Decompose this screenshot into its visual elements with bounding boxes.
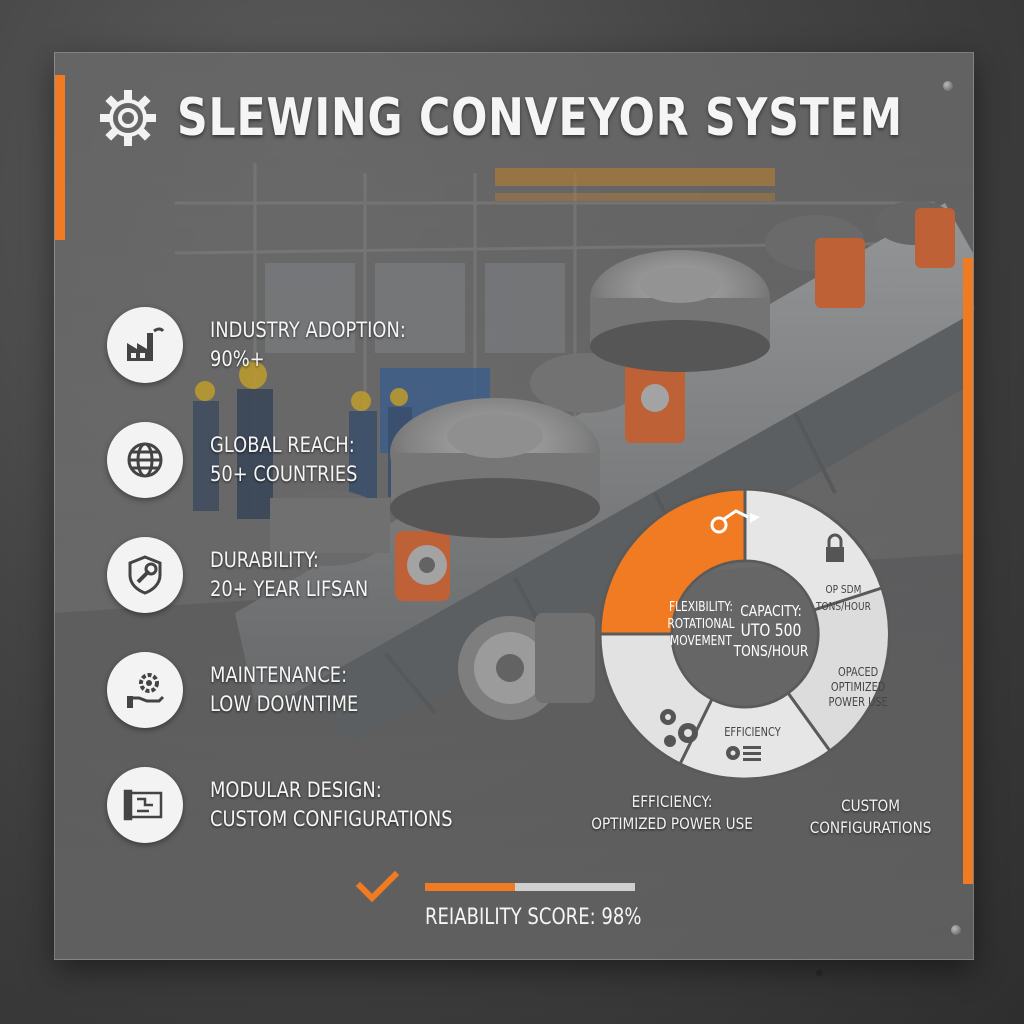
blueprint-icon	[107, 766, 183, 843]
stat-value: 90%+	[210, 346, 265, 371]
stat-modular-design: MODULAR DESIGN: CUSTOM CONFIGURATIONS	[107, 747, 495, 862]
factory-icon	[107, 306, 183, 383]
stat-value: CUSTOM CONFIGURATIONS	[210, 806, 453, 831]
robot-arm-icon	[710, 509, 760, 534]
reliability-bar	[425, 883, 635, 891]
gear-icon	[100, 90, 156, 146]
feature-wheel: FLEXIBILITY: ROTATIONAL MOVEMENT CAPACIT…	[600, 489, 890, 779]
stat-list: INDUSTRY ADOPTION: 90%+ GLOBAL REACH: 50…	[107, 287, 495, 862]
stat-value: LOW DOWNTIME	[210, 691, 359, 716]
factory-conveyor-photo	[55, 53, 973, 959]
stat-value: 20+ YEAR LIFSAN	[210, 576, 369, 601]
stat-maintenance: MAINTENANCE: LOW DOWNTIME	[107, 632, 495, 747]
wheel-segment-flexibility	[600, 489, 747, 636]
label-efficiency: EFFICIENCY: OPTIMIZED POWER USE	[591, 792, 753, 833]
reliability-label: REIABILITY SCORE: 98%	[425, 905, 642, 930]
gears-icon	[660, 709, 698, 747]
panel-screw	[943, 81, 953, 91]
wheel-label-flexibility: FLEXIBILITY: ROTATIONAL MOVEMENT	[667, 600, 735, 649]
wheel-label-right: OPACED OPTIMIZED POWER USE	[828, 665, 888, 709]
stat-durability: DURABILITY: 20+ YEAR LIFSAN	[107, 517, 495, 632]
gear-list-icon	[726, 746, 761, 761]
stat-label: DURABILITY:	[210, 547, 319, 572]
checkmark-icon	[355, 871, 399, 903]
stat-label: INDUSTRY ADOPTION:	[210, 317, 406, 342]
reliability-score: REIABILITY SCORE: 98%	[355, 871, 689, 930]
globe-icon	[107, 421, 183, 498]
accent-bar-right	[963, 258, 973, 884]
wheel-segment-right	[785, 586, 890, 754]
stat-label: GLOBAL REACH:	[210, 432, 355, 457]
stat-global-reach: GLOBAL REACH: 50+ COUNTRIES	[107, 402, 495, 517]
panel-screw	[951, 925, 961, 935]
infographic-panel: SLEWING CONVEYOR SYSTEM INDUSTRY ADOPTIO…	[54, 52, 974, 960]
stat-industry-adoption: INDUSTRY ADOPTION: 90%+	[107, 287, 495, 402]
stat-value: 50+ COUNTRIES	[210, 461, 358, 486]
page-title: SLEWING CONVEYOR SYSTEM	[177, 88, 903, 148]
stat-label: MAINTENANCE:	[210, 662, 348, 687]
reliability-bar-fill	[425, 883, 516, 891]
wheel-label-capacity: CAPACITY: UTO 500 TONS/HOUR	[733, 602, 809, 660]
lock-icon	[826, 533, 844, 562]
accent-bar-left	[55, 75, 65, 240]
shield-wrench-icon	[107, 536, 183, 613]
hand-gear-icon	[107, 651, 183, 728]
wheel-label-bottom: EFFICIENCY	[724, 725, 781, 739]
label-custom-configurations: CUSTOM CONFIGURATIONS	[809, 796, 932, 837]
wheel-segment-top-right	[743, 489, 884, 612]
title-row: SLEWING CONVEYOR SYSTEM	[97, 87, 973, 149]
stat-label: MODULAR DESIGN:	[210, 777, 382, 802]
wheel-label-top-right: OP SDM TONS/HOUR	[816, 583, 871, 613]
